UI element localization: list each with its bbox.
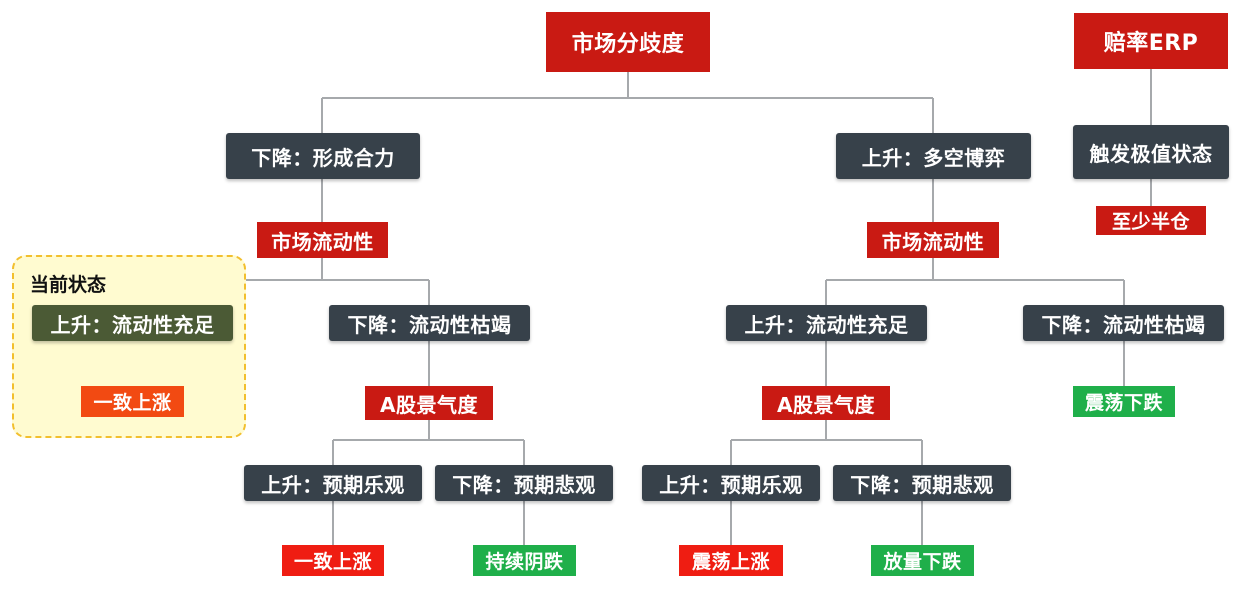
erp-trigger-node: 触发极值状态 bbox=[1073, 125, 1229, 179]
left-sent-up-node: 上升：预期乐观 bbox=[244, 465, 422, 501]
current-state-label: 当前状态 bbox=[30, 274, 107, 296]
right-liq-up-node: 上升：流动性充足 bbox=[726, 305, 927, 341]
left-liq-up-result: 一致上涨 bbox=[81, 386, 184, 417]
left-branch-node: 下降：形成合力 bbox=[226, 133, 420, 179]
right-sent-down-result: 放量下跌 bbox=[871, 545, 974, 576]
right-liq-down-result: 震荡下跌 bbox=[1073, 386, 1175, 417]
right-liq-down-node: 下降：流动性枯竭 bbox=[1023, 305, 1224, 341]
left-sentiment-label: A股景气度 bbox=[365, 386, 493, 420]
right-sent-down-node: 下降：预期悲观 bbox=[833, 465, 1011, 501]
left-liq-up-node: 上升：流动性充足 bbox=[32, 305, 233, 341]
left-liquidity-label: 市场流动性 bbox=[257, 222, 388, 258]
left-sent-down-node: 下降：预期悲观 bbox=[435, 465, 613, 501]
erp-action-label: 至少半仓 bbox=[1096, 206, 1206, 235]
left-sent-down-result: 持续阴跌 bbox=[473, 545, 576, 576]
root-node-market-divergence: 市场分歧度 bbox=[546, 12, 710, 72]
erp-node: 赔率ERP bbox=[1074, 13, 1228, 69]
right-liquidity-label: 市场流动性 bbox=[867, 222, 999, 258]
left-sent-up-result: 一致上涨 bbox=[282, 545, 384, 576]
right-sent-up-node: 上升：预期乐观 bbox=[642, 465, 820, 501]
right-sentiment-label: A股景气度 bbox=[762, 386, 890, 420]
left-liq-down-node: 下降：流动性枯竭 bbox=[329, 305, 530, 341]
right-branch-node: 上升：多空博弈 bbox=[836, 133, 1031, 179]
right-sent-up-result: 震荡上涨 bbox=[679, 545, 783, 576]
